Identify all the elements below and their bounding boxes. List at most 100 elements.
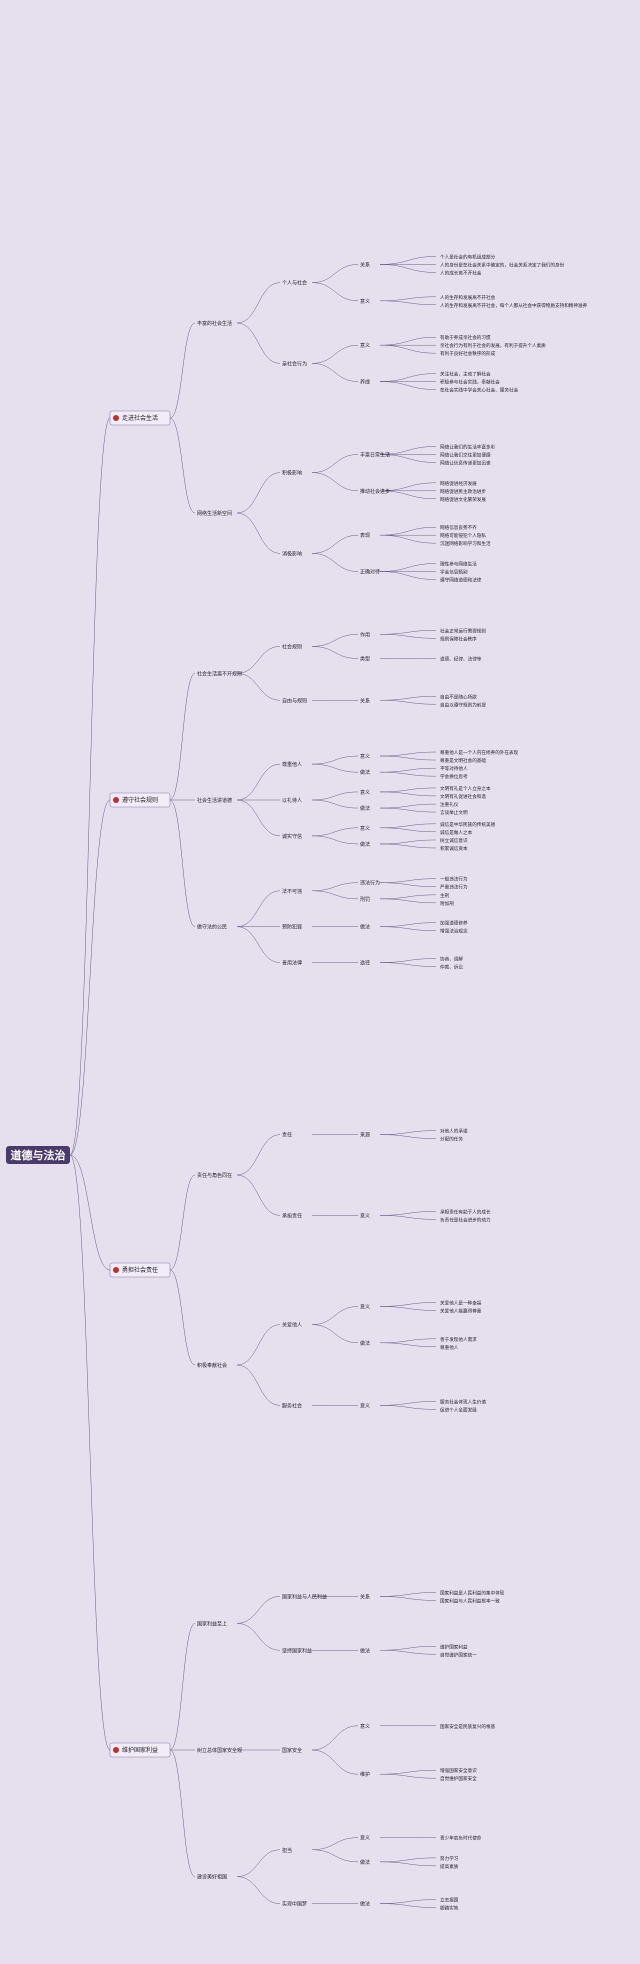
sub-label: 意义 [360,1212,370,1219]
leaf-text: 善于发现他人需求 [440,1336,477,1343]
leaf-text: 关注社会，主动了解社会 [440,371,491,378]
section-label: 社会生活讲道德 [197,797,232,804]
leaf-text: 一般违法行为 [440,876,468,883]
item-label: 承担责任 [282,1212,302,1219]
leaf-text: 网络促进民主政治进步 [440,488,486,495]
leaf-text: 尊重是文明社会的基础 [440,757,486,764]
mind-map-nodes: 道德与法治 走进社会生活丰富的社会生活个人与社会关系个人是社会的有机组成部分人的… [6,253,588,1912]
chapter-marker-icon [113,1747,119,1753]
connector-line [379,336,437,346]
leaf-text: 有利于良好社会秩序的形成 [440,350,496,357]
connector-line [169,1623,196,1751]
connector-line [379,767,437,773]
sub-label: 做法 [360,924,370,931]
sub-label: 做法 [360,1340,370,1347]
item-label: 坚持国家利益 [282,1647,312,1654]
chapter-node[interactable]: 维护国家利益 [109,1742,171,1758]
chapter-node[interactable]: 遵守社会规则 [109,792,171,808]
connector-line [311,472,359,492]
leaf-text: 诚信是做人之本 [440,829,473,836]
sub-label: 意义 [360,1402,370,1409]
sub-label: 来源 [360,1132,370,1139]
connector-line [379,700,437,705]
connector-line [379,1306,437,1311]
connector-line [379,962,437,967]
connector-line [236,646,281,674]
leaf-text: 沉迷网络影响学习和生活 [440,540,491,547]
chapter-node[interactable]: 走进社会生活 [109,410,171,426]
connector-line [379,534,437,544]
connector-line [379,1769,437,1775]
connector-line [169,1174,196,1271]
connector-line [311,882,359,892]
connector-line [311,1849,359,1863]
connector-line [311,282,359,302]
leaf-text: 自由以遵守规则为前提 [440,701,486,708]
connector-line [69,1154,111,1751]
leaf-text: 对他人的承诺 [440,1128,468,1135]
leaf-text: 网络让我们的生活丰富多彩 [440,443,496,450]
leaf-text: 国家安全是民族复兴的根基 [440,1723,496,1730]
connector-line [311,646,359,659]
connector-line [379,300,437,306]
section-label: 责任与角色同在 [197,1172,232,1179]
connector-line [236,1623,281,1651]
leaf-text: 注重礼仪 [440,801,459,808]
leaf-text: 在社会实践中学会关心社会、服务社会 [440,387,519,394]
item-label: 预防犯罪 [282,924,302,931]
connector-line [379,771,437,777]
leaf-text: 诚信是中华民族的传统美德 [440,821,496,828]
sub-label: 表现 [360,532,370,539]
connector-line [379,878,437,883]
item-label: 亲社会行为 [282,360,307,367]
leaf-text: 青少年肩负时代使命 [440,1835,482,1842]
connector-line [169,673,196,801]
connector-line [169,799,196,927]
sub-label: 意义 [360,1723,370,1730]
item-label: 国家安全 [282,1747,302,1754]
sub-label: 作用 [360,631,370,638]
connector-line [236,1134,281,1176]
chapter-label: 维护国家利益 [122,1746,158,1754]
chapter-label: 走进社会生活 [122,414,158,422]
leaf-text: 关爱他人能赢得尊重 [440,1307,482,1314]
item-label: 关爱他人 [282,1322,302,1329]
root-node[interactable]: 道德与法治 [6,1146,70,1164]
chapter-label: 勇担社会责任 [122,1266,158,1274]
leaf-text: 增强国家安全意识 [440,1767,477,1774]
leaf-text: 国家利益与人民利益根本一致 [440,1597,500,1604]
connector-line [311,763,359,773]
sub-label: 关系 [360,697,370,704]
connector-line [379,296,437,302]
chapter-marker-icon [113,415,119,421]
connector-line [379,1338,437,1344]
chapter-marker-icon [113,1267,119,1273]
connector-line [379,1405,437,1410]
connector-line [379,1596,437,1601]
chapter-node[interactable]: 勇担社会责任 [109,1262,171,1278]
sub-label: 关系 [360,1593,370,1600]
section-label: 社会生活离不开规则 [197,670,242,677]
leaf-text: 协商、调解 [440,956,463,963]
connector-line [311,791,359,801]
connector-line [311,363,359,382]
sub-label: 做法 [360,841,370,848]
sub-label: 意义 [360,342,370,349]
leaf-text: 文明有礼促进社会和谐 [440,793,486,800]
leaf-text: 网络让信息传递更加迅速 [440,459,491,466]
connector-line [379,803,437,809]
leaf-text: 增强法治观念 [440,928,468,935]
connector-line [379,1130,437,1135]
sub-label: 意义 [360,825,370,832]
section-label: 国家利益至上 [197,1620,227,1627]
connector-line [379,1857,437,1863]
connector-line [311,835,359,845]
chapter-label: 遵守社会规则 [122,796,158,804]
sub-label: 关系 [360,261,370,268]
connector-line [379,751,437,757]
connector-line [311,553,359,572]
connector-line [169,417,196,514]
connector-line [379,827,437,833]
connector-line [311,1324,359,1344]
